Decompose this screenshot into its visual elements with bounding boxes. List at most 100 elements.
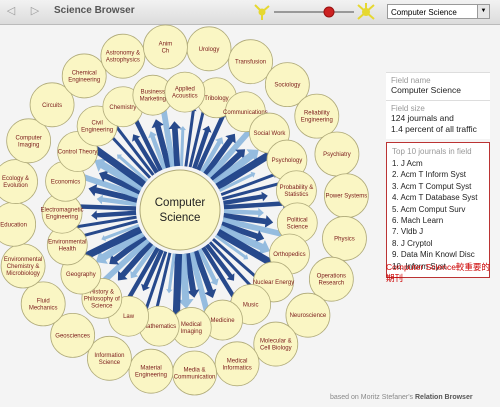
field-node[interactable]: Education	[0, 201, 37, 247]
field-node-label: Mechanics	[29, 305, 58, 311]
field-node-label: Psychiatry	[323, 152, 351, 158]
field-node-label: Imaging	[18, 142, 39, 148]
top-journal-item[interactable]: 2. Acm T Inform Syst	[392, 170, 466, 180]
field-node-circle[interactable]	[0, 159, 38, 204]
field-node[interactable]: Urology	[186, 26, 232, 72]
field-node[interactable]: Geosciences	[50, 312, 96, 358]
network-small-icon	[254, 4, 270, 20]
field-node-circle[interactable]	[100, 33, 146, 79]
field-node-label: Neuroscience	[290, 313, 327, 319]
field-node-circle[interactable]	[87, 335, 132, 381]
connection-arrows	[57, 89, 300, 329]
field-node[interactable]: Psychology	[266, 139, 308, 181]
slider-handle[interactable]	[323, 6, 335, 18]
connection-arrow	[212, 149, 259, 187]
field-node[interactable]: Astronomy &Astrophysics	[100, 33, 146, 79]
field-select[interactable]: Computer Science ▼	[387, 4, 490, 19]
field-select-value: Computer Science	[391, 8, 457, 17]
field-node[interactable]: Molecular &Cell Biology	[253, 321, 299, 367]
forward-button[interactable]: ▷	[30, 5, 40, 17]
field-node[interactable]: Ecology &Evolution	[0, 159, 38, 204]
top-journal-item[interactable]: 6. Mach Learn	[392, 216, 444, 226]
field-node-label: Science	[91, 303, 113, 309]
field-node-circle[interactable]	[61, 53, 107, 99]
center-node[interactable]: Computer Science	[139, 169, 221, 251]
field-node-label: History &	[90, 289, 114, 295]
field-node-label: Research	[319, 281, 345, 287]
field-node-circle[interactable]	[228, 39, 273, 85]
field-node[interactable]: Sociology	[264, 62, 310, 108]
credit-brand[interactable]: Relation Browser	[415, 394, 473, 401]
field-node-circle[interactable]	[264, 62, 310, 108]
connection-arrow	[223, 207, 264, 218]
field-node-circle[interactable]	[164, 71, 206, 113]
field-node-circle[interactable]	[214, 341, 260, 387]
top-journal-item[interactable]: 1. J Acm	[392, 159, 423, 168]
top-journal-item[interactable]: 5. Acm Comput Surv	[392, 204, 466, 214]
field-node-label: Business	[141, 90, 165, 96]
connection-arrow	[96, 194, 137, 207]
field-node[interactable]: Psychiatry	[314, 131, 360, 177]
top-journal-item[interactable]: 10. Inform Syst	[392, 261, 446, 271]
field-node-circle[interactable]	[294, 93, 340, 139]
field-node-circle[interactable]	[285, 292, 331, 338]
connection-arrow	[223, 191, 268, 206]
field-node-circle[interactable]	[143, 24, 188, 70]
field-node-circle[interactable]	[128, 348, 174, 394]
chevron-down-icon[interactable]: ▼	[477, 5, 489, 18]
field-node-circle[interactable]	[253, 321, 299, 367]
field-node-label: Engineering	[68, 77, 100, 83]
top-journal-item[interactable]: 8. J Cryptol	[392, 238, 433, 248]
connection-arrow	[95, 230, 145, 264]
center-node-circle[interactable]	[139, 169, 221, 251]
connection-arrow	[117, 154, 148, 182]
top-journal-item[interactable]: 3. Acm T Comput Syst	[392, 181, 472, 191]
field-node-label: Anim	[159, 41, 173, 47]
field-node-label: Fluid	[37, 298, 50, 304]
field-node-label: Nuclear Energy	[253, 280, 294, 286]
field-node[interactable]: Physics	[322, 216, 367, 261]
top-journal-item[interactable]: 9. Data Min Knowl Disc	[392, 250, 475, 260]
zoom-slider[interactable]	[250, 0, 380, 24]
field-node[interactable]: Power Systems	[323, 173, 369, 219]
connection-arrow	[132, 134, 159, 174]
field-node-circle[interactable]	[29, 82, 75, 128]
field-node-label: Ecology &	[2, 176, 29, 182]
field-node-circle[interactable]	[322, 216, 367, 261]
field-node-label: Physics	[334, 236, 355, 242]
field-node[interactable]: Transfusion	[228, 39, 273, 85]
field-node-label: Transfusion	[235, 60, 266, 66]
top-journal-item[interactable]: 7. Vldb J	[392, 227, 424, 237]
connection-arrow	[153, 252, 172, 312]
back-button[interactable]: ◁	[6, 5, 16, 17]
field-node[interactable]: Circuits	[29, 82, 75, 128]
connection-arrow	[197, 248, 219, 286]
field-node-label: Engineering	[301, 118, 333, 124]
connection-arrow	[166, 253, 176, 294]
top-journal-item[interactable]: 4. Acm T Database Syst	[392, 193, 478, 203]
field-node[interactable]: Neuroscience	[285, 292, 331, 338]
field-node-circle[interactable]	[20, 281, 66, 327]
connection-arrow	[179, 126, 187, 167]
connection-arrow	[130, 112, 163, 172]
connection-arrow	[88, 184, 138, 203]
field-node-circle[interactable]	[6, 118, 52, 164]
field-node-circle[interactable]	[50, 312, 96, 358]
field-node-circle[interactable]	[308, 256, 354, 302]
field-node[interactable]: Media &Communication	[172, 350, 217, 396]
field-node-label: Science	[99, 360, 121, 366]
